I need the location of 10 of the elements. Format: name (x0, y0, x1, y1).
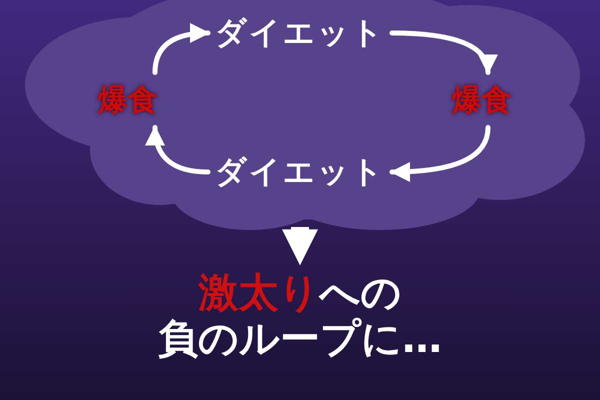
step-label: ダイエット (215, 151, 385, 193)
step-label: ダイエット (215, 12, 385, 54)
step-label: 爆食 (98, 80, 158, 120)
arrow (282, 227, 318, 266)
arrow (152, 24, 210, 75)
conclusion-text: 激太りへの 負のループに… (158, 270, 442, 362)
arrow (146, 125, 210, 174)
arrow (390, 30, 496, 75)
arrow (390, 125, 490, 182)
step-label: 爆食 (452, 80, 512, 120)
